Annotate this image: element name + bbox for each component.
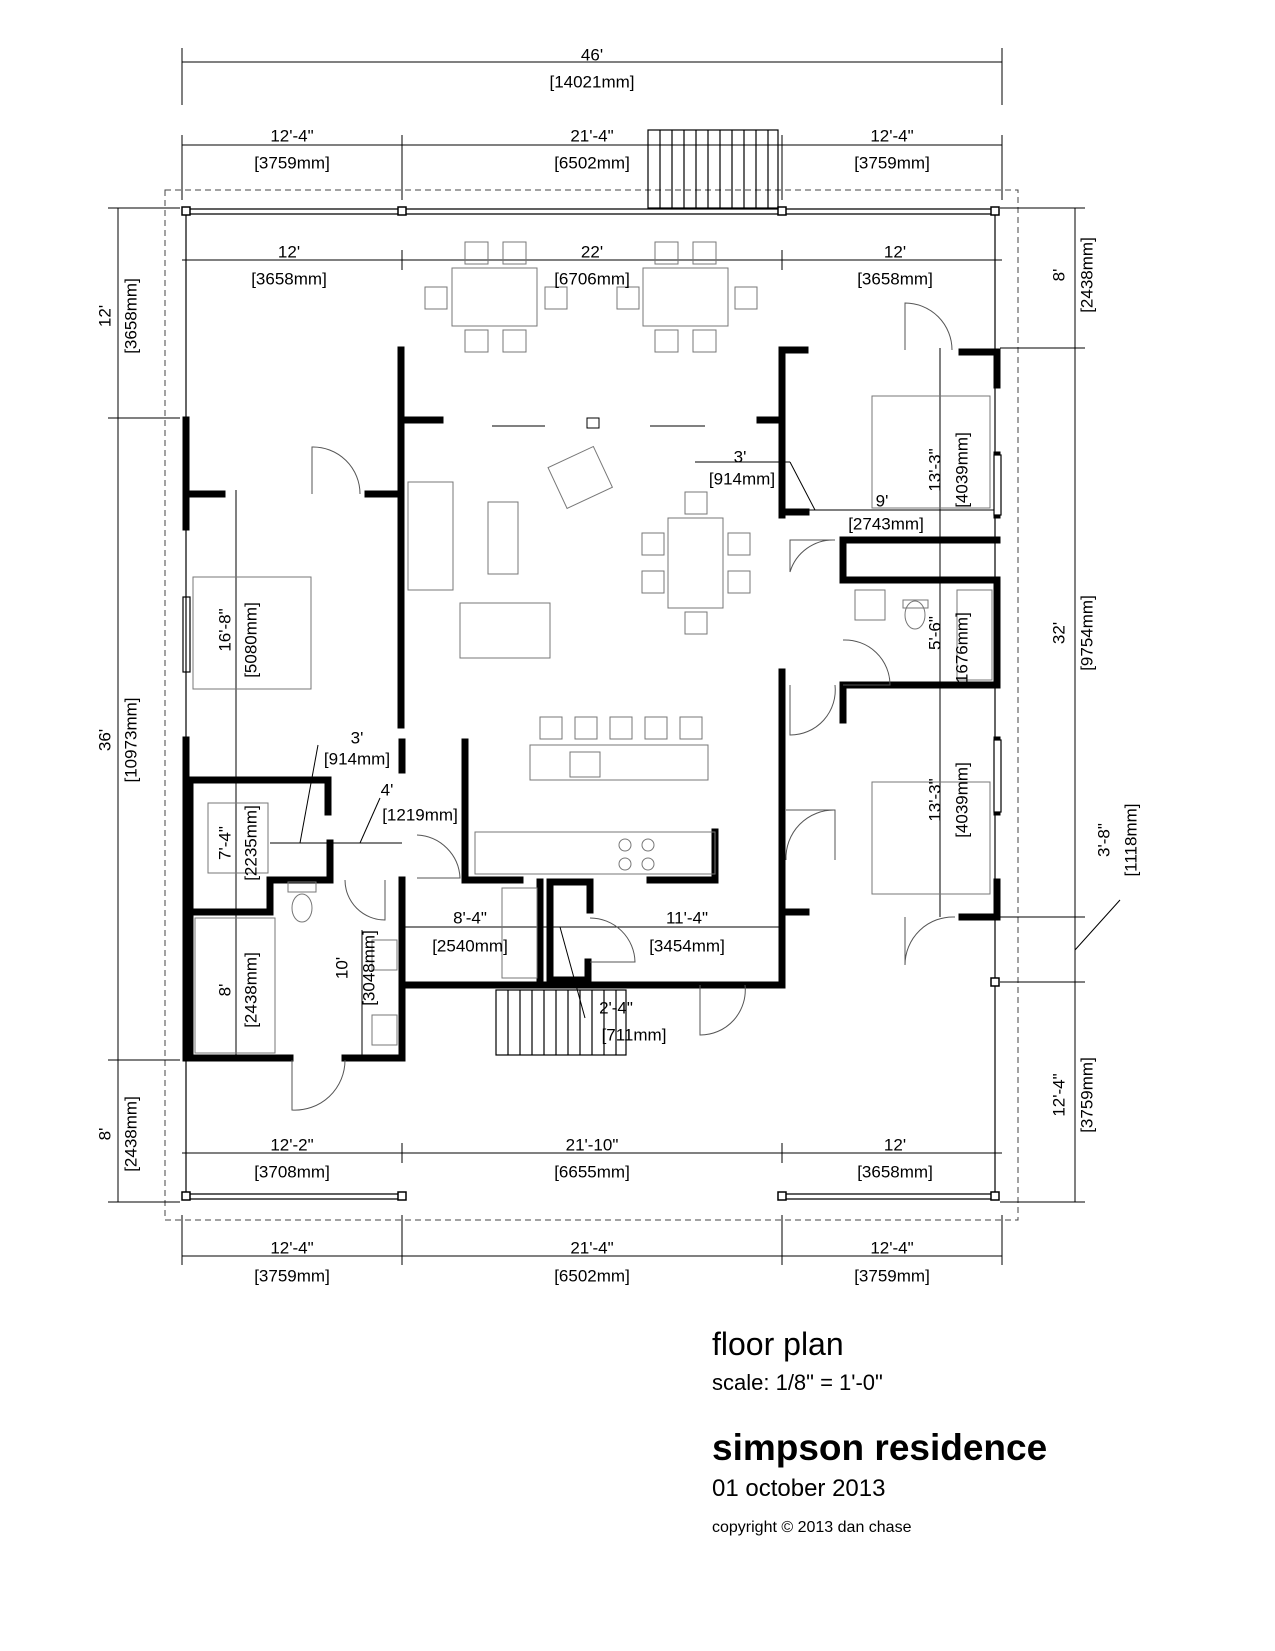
dimension-mm-label: [3658mm] — [251, 269, 327, 288]
dimension-mm-label: [2743mm] — [848, 514, 924, 533]
dimension-feet-label: 2'-4" — [599, 998, 633, 1017]
dimension-mm-label: [2438mm] — [1077, 237, 1096, 313]
dimension-feet-label: 46' — [581, 45, 603, 64]
dimension-feet-label: 3' — [351, 728, 364, 747]
dimension-mm-label: [6502mm] — [554, 1266, 630, 1285]
dimension-feet-label: 16'-8" — [215, 608, 234, 651]
dimension-feet-label: 8' — [95, 1128, 114, 1141]
dimension-feet-label: 8'-4" — [453, 908, 487, 927]
dimension-feet-label: 12'-4" — [1049, 1073, 1068, 1116]
dimension-mm-label: [3759mm] — [254, 1266, 330, 1285]
dimension-mm-label: [1118mm] — [1121, 803, 1140, 876]
dimension-feet-label: 3' — [734, 447, 747, 466]
dimension-mm-label: [5080mm] — [241, 602, 260, 678]
dimension-mm-label: [2540mm] — [432, 936, 508, 955]
dimension-mm-label: [3759mm] — [854, 153, 930, 172]
dimension-mm-label: [2438mm] — [241, 952, 260, 1028]
doors — [291, 302, 956, 1111]
porch — [181, 206, 1000, 1201]
drawing-title: floor plan — [712, 1326, 844, 1362]
dimension-mm-label: [3759mm] — [1077, 1057, 1096, 1133]
dimension-feet-label: 9' — [876, 491, 889, 510]
windows — [182, 454, 1002, 813]
dimension-feet-label: 21'-4" — [570, 126, 613, 145]
drawing-date: 01 october 2013 — [712, 1475, 885, 1502]
title-block: floor plan scale: 1/8" = 1'-0" simpson r… — [712, 1326, 1047, 1536]
dimension-feet-label: 12' — [278, 242, 300, 261]
project-name: simpson residence — [712, 1427, 1047, 1468]
dimension-feet-label: 12'-4" — [870, 126, 913, 145]
dimension-feet-label: 11'-4" — [666, 908, 708, 927]
dimension-mm-label: [1219mm] — [382, 805, 458, 824]
dimension-feet-label: 12' — [95, 305, 114, 327]
copyright-notice: copyright © 2013 dan chase — [712, 1519, 912, 1536]
dimension-feet-label: 13'-3" — [925, 778, 944, 821]
dimension-mm-label: [3759mm] — [854, 1266, 930, 1285]
dimension-mm-label: [914mm] — [709, 469, 775, 488]
rear-stairs — [495, 989, 627, 1056]
dimension-mm-label: [3658mm] — [857, 1162, 933, 1181]
dimension-feet-label: 12'-4" — [270, 1238, 313, 1257]
dimension-mm-label: [3454mm] — [649, 936, 725, 955]
dimension-feet-label: 22' — [581, 242, 603, 261]
dimension-feet-label: 12' — [884, 1135, 906, 1154]
dimension-feet-label: 36' — [95, 729, 114, 751]
dimension-feet-label: 5'-6" — [925, 616, 944, 650]
dimension-mm-label: [3708mm] — [254, 1162, 330, 1181]
dimension-feet-label: 8' — [215, 984, 234, 997]
dimension-labels: 46' [14021mm] 12'-4" [3759mm] 21'-4" [6502mm]… — [95, 45, 1140, 1285]
dimension-mm-label: [914mm] — [324, 749, 390, 768]
dimension-feet-label: 13'-3" — [925, 448, 944, 491]
dimension-lines — [108, 48, 1121, 1265]
dimension-mm-label: [4039mm] — [952, 432, 971, 508]
dimension-feet-label: 8' — [1049, 269, 1068, 282]
dimension-mm-label: [3759mm] — [254, 153, 330, 172]
dimension-mm-label: [10973mm] — [121, 697, 140, 782]
dimension-feet-label: 10' — [332, 957, 351, 979]
dimension-feet-label: 4' — [381, 780, 394, 799]
dimension-feet-label: 12' — [884, 242, 906, 261]
furniture — [192, 241, 993, 1054]
dimension-feet-label: 12'-4" — [870, 1238, 913, 1257]
dimension-mm-label: [711mm] — [602, 1025, 667, 1044]
dimension-mm-label: [2438mm] — [121, 1096, 140, 1172]
dimension-mm-label: [9754mm] — [1077, 595, 1096, 671]
dimension-feet-label: 12'-4" — [270, 126, 313, 145]
dimension-mm-label: [2235mm] — [241, 805, 260, 881]
roof-outline — [164, 189, 1019, 1221]
walls — [182, 346, 1001, 1062]
dimension-feet-label: 12'-2" — [270, 1135, 313, 1154]
dimension-mm-label: [3658mm] — [121, 278, 140, 354]
dimension-mm-label: [4039mm] — [952, 762, 971, 838]
dimension-mm-label: [14021mm] — [549, 72, 634, 91]
dimension-mm-label: [3658mm] — [857, 269, 933, 288]
dimension-feet-label: 3'-8" — [1094, 823, 1113, 857]
dimension-mm-label: [6655mm] — [554, 1162, 630, 1181]
dimension-feet-label: 21'-10" — [566, 1135, 619, 1154]
dimension-feet-label: 7'-4" — [215, 826, 234, 860]
dimension-mm-label: [3048mm] — [359, 930, 378, 1006]
dimension-mm-label: [6502mm] — [554, 153, 630, 172]
dimension-feet-label: 21'-4" — [570, 1238, 613, 1257]
drawing-scale: scale: 1/8" = 1'-0" — [712, 1370, 883, 1395]
dimension-feet-label: 32' — [1049, 622, 1068, 644]
dimension-mm-label: [1676mm] — [952, 612, 971, 688]
dimension-mm-label: [6706mm] — [554, 269, 630, 288]
front-stairs — [647, 129, 779, 209]
